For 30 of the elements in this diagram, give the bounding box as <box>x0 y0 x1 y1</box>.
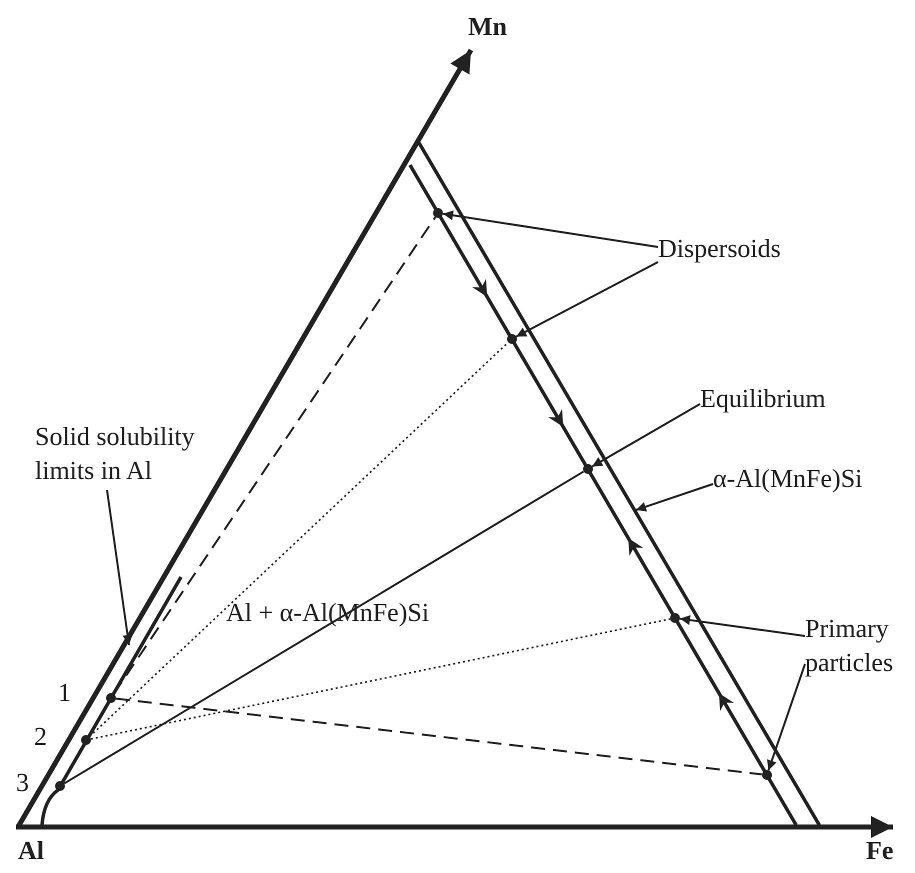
callout-label: Equilibrium <box>700 383 827 415</box>
data-point <box>762 770 772 780</box>
leader-line <box>680 615 806 637</box>
callout-label: Dispersoids <box>658 233 782 265</box>
data-point <box>582 464 593 474</box>
data-point <box>106 693 116 703</box>
leader-line <box>767 664 806 771</box>
point-number: 2 <box>34 722 47 752</box>
data-point <box>433 208 444 218</box>
leader-line <box>516 261 658 338</box>
data-point <box>506 334 517 344</box>
point-number: 3 <box>16 768 29 798</box>
data-point <box>81 735 91 745</box>
tie-line <box>64 470 584 784</box>
leader-line <box>592 403 700 468</box>
leader-line <box>636 483 714 512</box>
axis-label: Al <box>18 836 44 866</box>
tie-line <box>89 342 509 738</box>
axis-label: Fe <box>866 836 894 866</box>
data-point <box>670 613 680 623</box>
point-number: 1 <box>58 678 71 708</box>
tie-line <box>116 698 762 776</box>
callout-label: Solid solubility limits in Al <box>35 421 196 487</box>
tie-line <box>90 618 670 740</box>
callout-label: Primary particles <box>805 613 894 679</box>
leader-line <box>106 490 133 646</box>
leader-line <box>442 210 658 248</box>
callout-label: α-Al(MnFe)Si <box>713 463 864 495</box>
axis-label: Mn <box>468 12 507 42</box>
data-point <box>55 781 65 791</box>
